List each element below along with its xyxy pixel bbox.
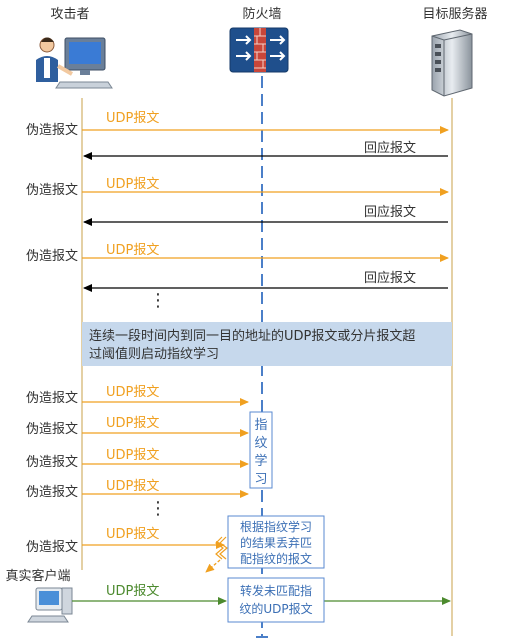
drop-box-line2: 的结果丢弃匹 [240, 535, 312, 550]
udp-packet-label: UDP报文 [106, 111, 159, 126]
firewall-title: 防火墙 [242, 6, 281, 22]
server-title: 目标服务器 [422, 6, 487, 22]
server-icon [431, 29, 473, 97]
threshold-banner-line1: 连续一段时间内到同一目的地址的UDP报文或分片报文超 [89, 328, 415, 344]
attacker-title: 攻击者 [50, 7, 89, 22]
udp-packet-label: UDP报文 [106, 527, 159, 542]
forged-packet-label: 伪造报文 [26, 455, 78, 470]
udp-packet-label: UDP报文 [106, 416, 159, 431]
udp-packet-label: UDP报文 [106, 385, 159, 400]
real-client-title: 真实客户端 [5, 568, 70, 584]
udp-packet-label: UDP报文 [106, 448, 159, 463]
drop-box-line1: 根据指纹学习 [240, 519, 312, 534]
udp-packet-label: UDP报文 [106, 584, 159, 599]
reply-packet-label: 回应报文 [364, 204, 416, 220]
drop-zigzag-icon [215, 536, 228, 560]
attacker-computer-icon [36, 37, 113, 89]
udp-packet-label: UDP报文 [106, 243, 159, 258]
reply-packet-label: 回应报文 [364, 270, 416, 286]
drop-decision-box [227, 515, 325, 569]
forward-decision-box [227, 577, 325, 623]
forged-packet-label: 伪造报文 [26, 485, 78, 500]
learning-char: 指 [254, 418, 267, 433]
reply-packet-label: 回应报文 [364, 140, 416, 156]
forged-packet-label: 伪造报文 [26, 123, 78, 138]
continuation-dots: ⋮ [149, 498, 167, 519]
client-computer-icon [27, 587, 73, 623]
learning-char: 习 [254, 472, 267, 487]
forged-packet-label: 伪造报文 [26, 391, 78, 406]
threshold-banner [82, 322, 452, 366]
continuation-dots: ⋮ [149, 290, 167, 311]
udp-packet-label: UDP报文 [106, 177, 159, 192]
drop-box-line3: 配指纹的报文 [240, 551, 312, 566]
threshold-banner-line2: 过阈值则启动指纹学习 [89, 346, 219, 362]
forged-packet-label: 伪造报文 [26, 249, 78, 264]
forged-packet-label: 伪造报文 [26, 183, 78, 198]
forged-packet-label: 伪造报文 [26, 540, 78, 555]
forward-box-line2: 纹的UDP报文 [239, 601, 312, 616]
fingerprint-learning-box [249, 411, 273, 489]
firewall-icon [229, 27, 289, 73]
learning-char: 学 [254, 453, 267, 469]
udp-packet-label: UDP报文 [106, 479, 159, 494]
learning-char: 纹 [254, 436, 267, 451]
dropped-packet-arrow [205, 559, 221, 573]
forged-packet-label: 伪造报文 [26, 422, 78, 437]
forward-box-line1: 转发未匹配指 [240, 583, 312, 598]
